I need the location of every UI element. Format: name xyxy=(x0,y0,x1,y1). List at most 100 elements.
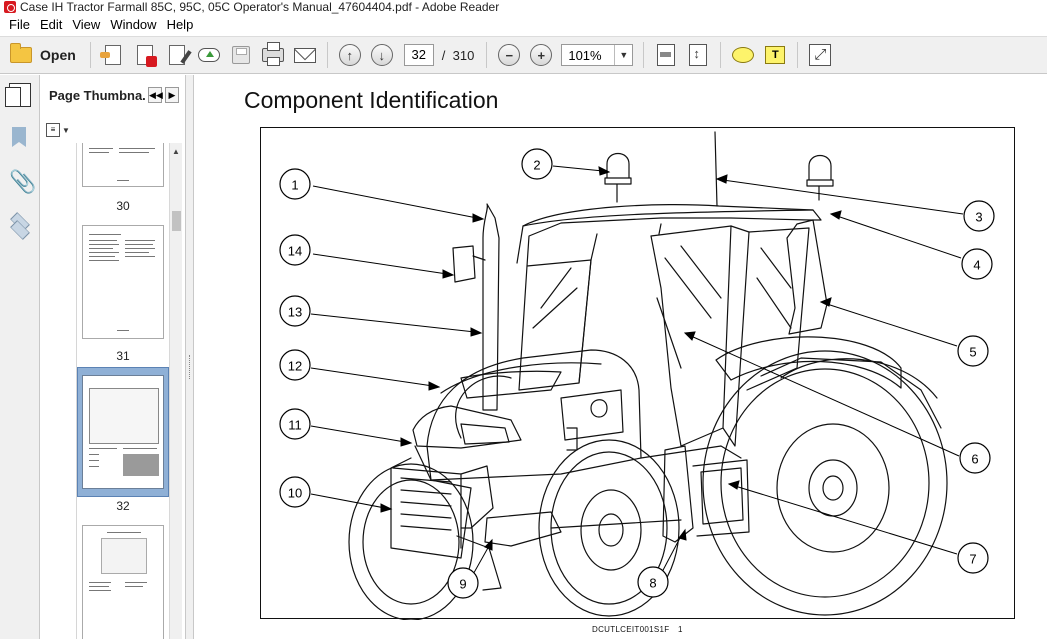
callout-label-8: 8 xyxy=(649,576,656,591)
front-weights xyxy=(460,465,494,529)
thumbnail-panel-title: Page Thumbna... xyxy=(49,87,145,103)
exhaust-pipe xyxy=(482,203,500,411)
menu-help[interactable]: Help xyxy=(166,17,194,32)
save-button[interactable] xyxy=(228,42,254,68)
page-number-input[interactable]: 32 xyxy=(403,44,434,66)
left-beacon xyxy=(604,152,632,203)
toolbar-divider xyxy=(643,42,645,68)
callout-circle-3 xyxy=(963,200,995,232)
read-mode-button[interactable]: ⤢ xyxy=(807,42,833,68)
layers-icon[interactable] xyxy=(9,213,31,237)
thumbnail-panel: Page Thumbna... ◀◀ ▶ ≡ ▼ 30 xyxy=(40,75,186,639)
menu-bar: File Edit View Window Help xyxy=(0,14,1047,36)
callout-circle-12 xyxy=(279,349,311,381)
callout-label-12: 12 xyxy=(288,359,302,374)
scrollbar-thumb[interactable] xyxy=(172,211,181,231)
front-axle xyxy=(484,511,562,547)
thumbnail-scroll-area[interactable]: 30 31 32 xyxy=(76,143,182,639)
toolbar-divider xyxy=(797,42,799,68)
print-button[interactable] xyxy=(260,42,286,68)
callout-leader-4 xyxy=(836,215,962,259)
page-thumbnail-30[interactable] xyxy=(82,143,164,187)
window-title: Case IH Tractor Farmall 85C, 95C, 05C Op… xyxy=(20,0,500,14)
rear-tire xyxy=(702,350,948,616)
previous-page-button[interactable]: ↑ xyxy=(337,42,363,68)
headlights xyxy=(412,405,522,449)
adobe-reader-icon xyxy=(4,1,16,13)
collapse-panel-button[interactable]: ◀◀ xyxy=(148,87,163,103)
toolbar-divider xyxy=(720,42,722,68)
callout-leader-1 xyxy=(312,185,478,219)
tractor-illustration: 1 2 3 4 5 6 7 8 9 10 11 12 13 14 xyxy=(279,131,995,620)
thumbnail-list: 30 31 32 xyxy=(77,143,169,639)
callout-label-1: 1 xyxy=(291,178,298,193)
page-thumbnails-icon[interactable] xyxy=(5,83,31,107)
fit-page-icon xyxy=(657,44,676,66)
callout-label-9: 9 xyxy=(459,577,466,592)
export-pdf-button[interactable] xyxy=(132,42,158,68)
open-label: Open xyxy=(40,47,76,63)
scrolling-mode-button[interactable] xyxy=(685,42,711,68)
document-view[interactable]: Component Identification xyxy=(195,75,1047,639)
bookmark-icon[interactable] xyxy=(9,127,31,151)
menu-file[interactable]: File xyxy=(9,17,30,32)
thumbnail-scrollbar[interactable]: ▲ xyxy=(169,143,182,639)
callout-circle-4 xyxy=(961,248,993,280)
zoom-in-button[interactable]: + xyxy=(528,42,554,68)
export-pdf-icon xyxy=(136,45,157,67)
zoom-out-button[interactable]: − xyxy=(496,42,522,68)
callout-circle-11 xyxy=(279,408,311,440)
envelope-icon xyxy=(293,47,316,63)
toolbar-divider xyxy=(486,42,488,68)
attachment-icon[interactable]: 📎 xyxy=(9,169,37,194)
edit-pdf-icon xyxy=(168,45,185,65)
page-thumbnail-32[interactable] xyxy=(82,375,164,489)
scroll-up-icon[interactable]: ▲ xyxy=(172,147,180,156)
thumbnail-label: 32 xyxy=(116,499,130,513)
arrow-up-icon: ↑ xyxy=(338,44,361,66)
fit-page-button[interactable] xyxy=(653,42,679,68)
callout-leader-8 xyxy=(660,535,682,575)
highlight-text-button[interactable]: T xyxy=(762,42,788,68)
page-thumbnail-31[interactable] xyxy=(82,225,164,339)
email-button[interactable] xyxy=(292,42,318,68)
front-rim xyxy=(580,489,642,571)
open-button[interactable]: Open xyxy=(6,41,84,69)
callout-leader-6 xyxy=(690,335,960,457)
menu-edit[interactable]: Edit xyxy=(39,17,63,32)
chevron-down-icon[interactable]: ▼ xyxy=(614,45,632,65)
edit-pdf-button[interactable] xyxy=(164,42,190,68)
callout-leader-11 xyxy=(310,425,406,443)
callout-circle-1 xyxy=(279,168,311,200)
hood xyxy=(426,349,642,481)
callout-circle-2 xyxy=(521,148,553,180)
callout-circle-7 xyxy=(957,542,989,574)
minus-icon: − xyxy=(498,44,521,66)
page-thumbnail-33[interactable] xyxy=(82,525,164,639)
callout-label-4: 4 xyxy=(973,258,980,273)
thumbnail-options-button[interactable]: ≡ ▼ xyxy=(46,122,72,138)
panel-splitter[interactable] xyxy=(186,75,194,639)
page-separator: / xyxy=(441,47,446,63)
chevron-down-icon: ▼ xyxy=(62,125,70,135)
callout-leader-14 xyxy=(312,253,448,275)
zoom-select[interactable]: 101% ▼ xyxy=(561,44,634,66)
chevron-right-icon[interactable]: ▶ xyxy=(165,87,179,103)
figure-index: 1 xyxy=(678,625,683,634)
toolbar: Open ↑ ↓ 32 / 310 − + 101% ▼ T ⤢ xyxy=(0,36,1047,74)
plus-icon: + xyxy=(530,44,553,66)
callout-circle-10 xyxy=(279,476,311,508)
create-pdf-button[interactable] xyxy=(99,42,126,68)
next-page-button[interactable]: ↓ xyxy=(369,42,395,68)
title-bar: Case IH Tractor Farmall 85C, 95C, 05C Op… xyxy=(0,0,1047,14)
upload-button[interactable] xyxy=(196,42,222,68)
rear-rim xyxy=(776,423,890,553)
right-front-tire xyxy=(538,439,680,617)
callout-leader-5 xyxy=(826,303,958,347)
menu-window[interactable]: Window xyxy=(110,17,157,32)
folder-icon xyxy=(10,43,32,63)
callout-leader-2 xyxy=(552,165,604,172)
menu-view[interactable]: View xyxy=(72,17,101,32)
sticky-note-button[interactable] xyxy=(730,42,756,68)
cloud-upload-icon xyxy=(197,48,220,62)
